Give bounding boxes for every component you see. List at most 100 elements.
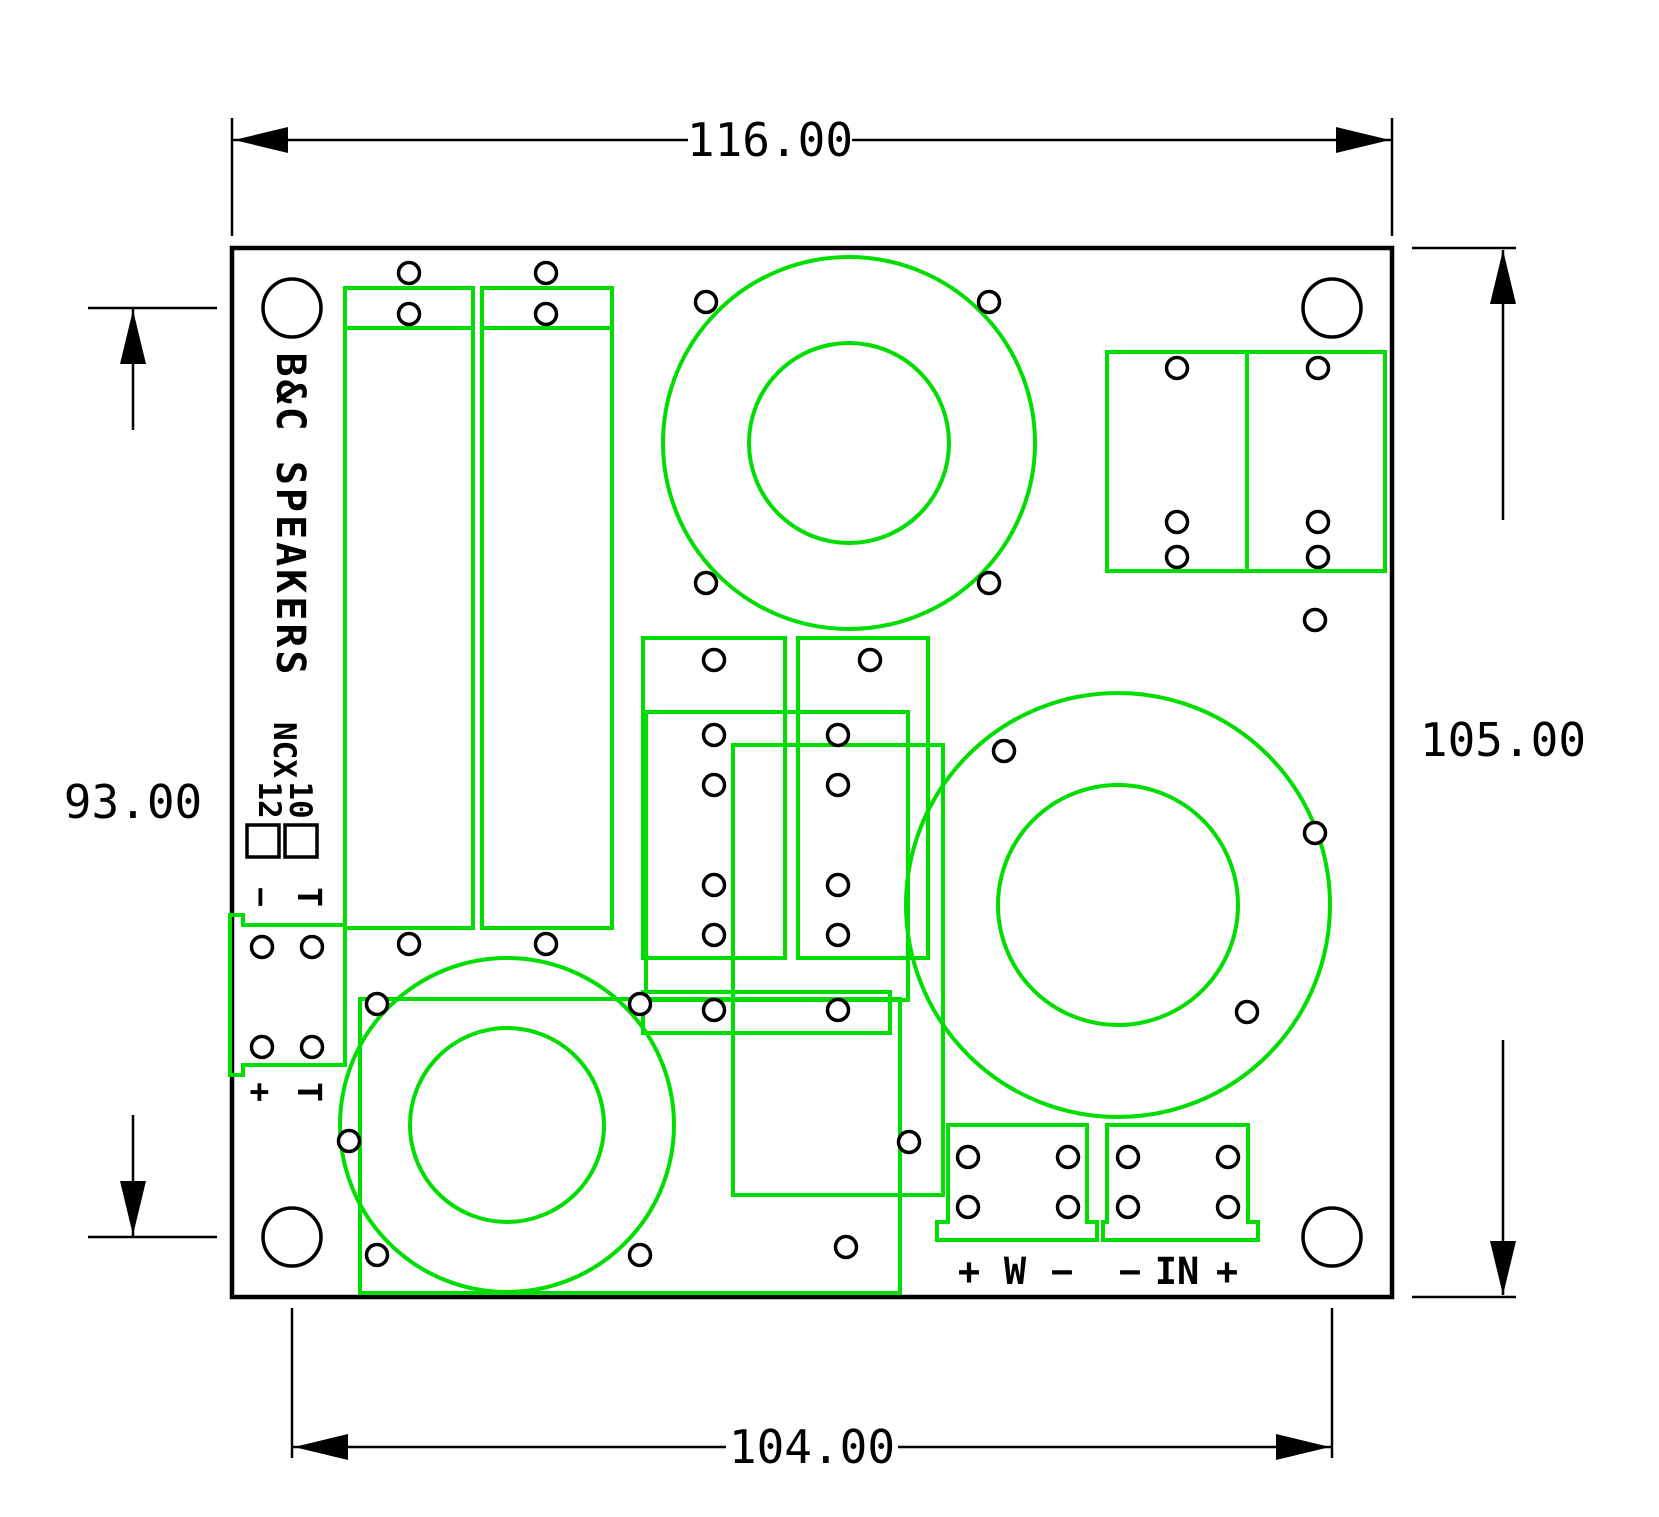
dimension-right: 105.00 (1412, 246, 1586, 1299)
pad-hole (825, 997, 851, 1023)
pad-hole (955, 1194, 981, 1220)
pad-hole (825, 872, 851, 898)
dimension-top: 116.00 (230, 113, 1394, 236)
pad-hole (976, 570, 1002, 596)
pad-hole (857, 647, 883, 673)
pad-hole (1115, 1194, 1141, 1220)
pad-hole (1305, 544, 1331, 570)
pad-hole (396, 931, 422, 957)
model-option-10-label: 10 (282, 781, 318, 818)
pad-hole (1302, 820, 1328, 846)
pad-hole (1055, 1194, 1081, 1220)
dimension-left: 93.00 (64, 306, 217, 1239)
mounting-hole (261, 277, 323, 339)
pad-hole (299, 934, 325, 960)
pad-hole (1164, 544, 1190, 570)
pad-hole (693, 289, 719, 315)
pad-hole (1055, 1144, 1081, 1170)
pad-hole (1302, 607, 1328, 633)
pad-hole (533, 260, 559, 286)
pad-hole (1305, 509, 1331, 535)
capacitor-outline (343, 286, 475, 930)
input-minus-label: − (1119, 1250, 1141, 1293)
arrow-down-icon (120, 1181, 146, 1235)
toroid-inductor-outer (904, 691, 1332, 1119)
checkbox-option-10 (283, 823, 319, 859)
pad-hole (701, 872, 727, 898)
terminal-block-outline (935, 1123, 1099, 1242)
pad-hole (701, 722, 727, 748)
pad-hole (701, 772, 727, 798)
pad-hole (1164, 509, 1190, 535)
pad-hole (364, 1242, 390, 1268)
arrow-right-icon (1276, 1434, 1330, 1460)
pad-hole (533, 301, 559, 327)
pad-hole (299, 1034, 325, 1060)
checkbox-option-12 (245, 823, 281, 859)
toroid-inductor-outer (661, 255, 1037, 631)
pad-hole (1115, 1144, 1141, 1170)
solder-pads (249, 260, 1331, 1268)
dimension-value-left: 93.00 (64, 775, 202, 829)
pad-hole (693, 570, 719, 596)
board-outline-group (229, 245, 1395, 1300)
arrow-up-icon (1490, 250, 1516, 304)
pad-hole (701, 647, 727, 673)
pad-hole (364, 991, 390, 1017)
pad-hole (1215, 1194, 1241, 1220)
pad-hole (1215, 1144, 1241, 1170)
component-footprint (641, 636, 787, 960)
toroid-inductor-inner (408, 1026, 606, 1224)
pad-hole (955, 1144, 981, 1170)
pad-hole (825, 772, 851, 798)
capacitor-outline (480, 286, 614, 930)
pcb-board-outline (229, 245, 1395, 1300)
dimension-value-top: 116.00 (687, 113, 853, 167)
pad-hole (833, 1234, 859, 1260)
pad-hole (1305, 355, 1331, 381)
pad-hole (249, 934, 275, 960)
pad-hole (533, 931, 559, 957)
component-footprint (731, 743, 945, 1197)
component-footprint (796, 636, 930, 960)
pad-hole (701, 922, 727, 948)
pad-hole (627, 1242, 653, 1268)
arrow-right-icon (1336, 127, 1390, 153)
pad-hole (396, 301, 422, 327)
arrow-up-icon (120, 310, 146, 364)
terminal-t-label: T (290, 1082, 329, 1102)
component-outlines (228, 255, 1387, 1295)
dimension-value-bottom: 104.00 (729, 1420, 895, 1474)
mounting-hole (1301, 277, 1363, 339)
arrow-left-icon (294, 1434, 348, 1460)
pad-hole (825, 722, 851, 748)
terminal-plus-label: + (241, 1082, 280, 1102)
toroid-inductor-inner (996, 783, 1240, 1027)
woofer-label: W (1004, 1250, 1027, 1293)
mounting-hole (261, 1206, 323, 1268)
woofer-minus-label: − (1051, 1250, 1073, 1293)
dimension-bottom: 104.00 (290, 1308, 1334, 1474)
dimension-value-right: 105.00 (1420, 713, 1586, 767)
mounting-hole (1301, 1206, 1363, 1268)
model-option-12-label: 12 (251, 781, 287, 818)
pad-hole (627, 991, 653, 1017)
arrow-left-icon (234, 127, 288, 153)
pad-hole (825, 922, 851, 948)
pad-hole (976, 289, 1002, 315)
pad-hole (896, 1129, 922, 1155)
input-plus-label: + (1216, 1250, 1238, 1293)
terminal-minus-label: − (242, 887, 281, 907)
pad-hole (701, 997, 727, 1023)
pad-hole (1234, 999, 1260, 1025)
model-label: NCX (266, 722, 302, 778)
terminal-block-outline (1101, 1123, 1260, 1242)
input-label: IN (1155, 1250, 1200, 1293)
brand-label: B&C SPEAKERS (267, 353, 313, 678)
pad-hole (991, 738, 1017, 764)
terminal-block-outline (228, 913, 347, 1077)
pad-hole (336, 1128, 362, 1154)
terminal-t-label: T (290, 887, 329, 907)
